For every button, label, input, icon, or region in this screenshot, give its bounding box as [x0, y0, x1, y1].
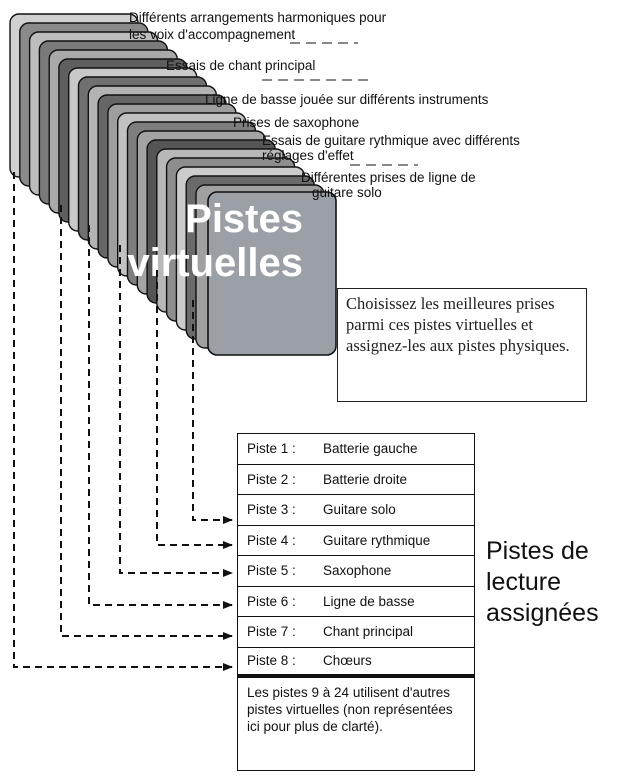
annotation-saxophone: Prises de saxophone	[233, 115, 359, 130]
virtual-track-stack	[9, 13, 337, 356]
track-number: Piste 7 :	[247, 624, 296, 640]
track-name: Saxophone	[323, 563, 392, 579]
assigned-tracks-table: Piste 1 : Batterie gauche Piste 2 : Batter…	[237, 433, 475, 771]
annotation-bass-line: Ligne de basse jouée sur différents inst…	[205, 92, 489, 107]
track-number: Piste 1 :	[247, 441, 296, 457]
track-row-2: Piste 2 : Batterie droite	[238, 465, 474, 495]
track-row-6: Piste 6 : Ligne de basse	[238, 587, 474, 617]
assignment-arrows	[13, 172, 233, 671]
track-row-7: Piste 7 : Chant principal	[238, 617, 474, 648]
annotation-rhythm-guitar-line2: réglages d'effet	[262, 148, 354, 163]
annotation-harmony-line1: Différents arrangements harmoniques pour	[129, 10, 387, 25]
annotation-harmony-line2: les voix d'accompagnement	[129, 27, 295, 42]
track-name: Chant principal	[323, 624, 414, 640]
track-number: Piste 6 :	[247, 593, 296, 609]
stack-title-line1: Pistes	[185, 197, 303, 241]
track-name: Batterie droite	[323, 471, 408, 487]
assigned-tracks-label: Pistes de lecture assignées	[486, 536, 626, 629]
annotation-rhythm-guitar-line1: Essais de guitare rythmique avec différe…	[262, 133, 520, 148]
track-name: Guitare solo	[323, 502, 396, 518]
track-name: Chœurs	[323, 653, 372, 669]
virtual-track-card-front	[207, 191, 337, 356]
track-row-5: Piste 5 : Saxophone	[238, 556, 474, 587]
track-name: Batterie gauche	[323, 441, 418, 457]
track-name: Guitare rythmique	[323, 532, 431, 548]
tracks-footnote: Les pistes 9 à 24 utilisent d'autres pis…	[247, 685, 453, 734]
track-number: Piste 5 :	[247, 563, 296, 579]
arrow-to-track-4	[156, 270, 233, 549]
instruction-callout: Choisissez les meilleures prises parmi c…	[337, 288, 587, 402]
track-row-4: Piste 4 : Guitare rythmique	[238, 526, 474, 556]
arrow-to-track-8	[13, 172, 233, 671]
track-number: Piste 8 :	[247, 653, 296, 669]
track-row-8: Piste 8 : Chœurs	[238, 648, 474, 678]
track-row-1: Piste 1 : Batterie gauche	[238, 434, 474, 465]
track-number: Piste 3 :	[247, 502, 296, 518]
track-name: Ligne de basse	[323, 593, 415, 609]
assigned-label-line3: assignées	[486, 599, 599, 627]
annotation-lead-guitar-line2: guitare solo	[312, 185, 382, 200]
annotation-leaders	[262, 42, 418, 166]
track-number: Piste 2 :	[247, 471, 296, 487]
assigned-label-line1: Pistes de	[486, 537, 589, 565]
arrow-to-track-3	[192, 300, 233, 524]
annotation-lead-vocal: Essais de chant principal	[166, 58, 315, 73]
arrow-to-track-5	[119, 245, 233, 577]
arrow-to-track-6	[88, 225, 233, 609]
annotations: Différents arrangements harmoniques pour…	[129, 10, 520, 200]
track-number: Piste 4 :	[247, 532, 296, 548]
arrow-to-track-7	[60, 205, 233, 640]
track-row-3: Piste 3 : Guitare solo	[238, 495, 474, 526]
stack-title-line2: virtuelles	[127, 241, 303, 285]
annotation-lead-guitar-line1: Différentes prises de ligne de	[301, 170, 476, 185]
assigned-label-line2: lecture	[486, 568, 562, 596]
